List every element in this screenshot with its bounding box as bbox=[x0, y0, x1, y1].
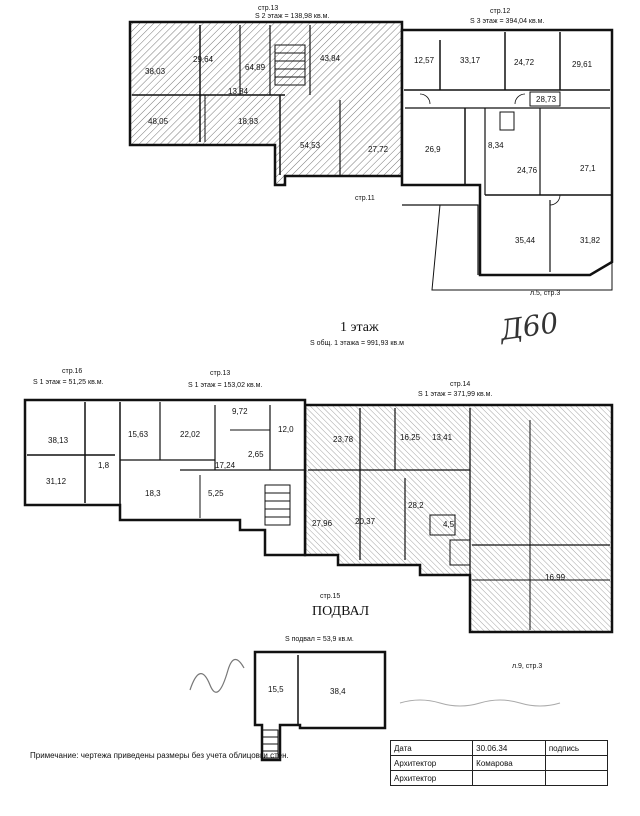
room-label: 16,99 bbox=[545, 573, 566, 582]
room-label: 38,13 bbox=[48, 436, 69, 445]
room-label: 27,96 bbox=[312, 519, 333, 528]
floor1-plan bbox=[128, 20, 614, 291]
empty-cell bbox=[544, 770, 609, 786]
room-label: 43,84 bbox=[320, 54, 341, 63]
empty-cell bbox=[472, 770, 546, 786]
room-label: 12,57 bbox=[414, 56, 435, 65]
basement-area-d: S подвал = 53,9 кв.м. bbox=[285, 636, 354, 643]
faint-text-scribble bbox=[399, 699, 561, 707]
basement-area-b: S 1 этаж = 153,02 кв.м. bbox=[188, 382, 263, 389]
basement-hatched-area bbox=[303, 403, 614, 634]
room-label: 27,72 bbox=[368, 145, 389, 154]
room-label: 13,84 bbox=[228, 87, 249, 96]
room-label: 22,02 bbox=[180, 430, 201, 439]
room-label: 27,1 bbox=[580, 164, 596, 173]
room-label: 15,5 bbox=[268, 685, 284, 694]
room-label: 9,72 bbox=[232, 407, 248, 416]
basement-page-ref-16: стр.16 bbox=[62, 368, 83, 375]
room-label: 24,72 bbox=[514, 58, 535, 67]
title-block: Дата 30.06.34 подпись Архитектор Комаров… bbox=[389, 740, 609, 786]
room-label: 31,12 bbox=[46, 477, 67, 486]
drawing-note: Примечание: чертежа приведены размеры бе… bbox=[30, 751, 289, 760]
basement-area-c: S 1 этаж = 371,99 кв.м. bbox=[418, 391, 493, 398]
room-label: 28,73 bbox=[536, 95, 557, 104]
room-label: 35,44 bbox=[515, 236, 536, 245]
date-value: 30.06.34 bbox=[472, 740, 546, 756]
room-label: 5,25 bbox=[208, 489, 224, 498]
room-label: 18,3 bbox=[145, 489, 161, 498]
room-label: 29,64 bbox=[193, 55, 214, 64]
basement-page-ref-9: л.9, стр.3 bbox=[512, 663, 543, 670]
floor1-page-ref-5: л.5, стр.3 bbox=[530, 290, 561, 297]
room-label: 38,4 bbox=[330, 687, 346, 696]
floor1-page-ref-11: стр.11 bbox=[355, 195, 375, 202]
room-label: 29,61 bbox=[572, 60, 593, 69]
room-label: 48,05 bbox=[148, 117, 169, 126]
basement-plan bbox=[23, 398, 614, 762]
room-label: 8,34 bbox=[488, 141, 504, 150]
room-label: 20,37 bbox=[355, 517, 376, 526]
floor1-area-right: S 3 этаж = 394,04 кв.м. bbox=[470, 18, 545, 25]
room-label: 31,82 bbox=[580, 236, 601, 245]
room-label: 17,24 bbox=[215, 461, 236, 470]
floor1-right-wing bbox=[400, 28, 614, 277]
room-label: 28,2 bbox=[408, 501, 424, 510]
room-label: 33,17 bbox=[460, 56, 481, 65]
room-label: 13,41 bbox=[432, 433, 453, 442]
architect-label: Архитектор bbox=[389, 755, 474, 771]
floor1-title: 1 этаж bbox=[340, 320, 379, 335]
room-label: 1,8 bbox=[98, 461, 110, 470]
architect-name: Комарова bbox=[472, 755, 546, 771]
room-label: 54,53 bbox=[300, 141, 321, 150]
empty-cell bbox=[544, 755, 609, 771]
handwritten-scribble bbox=[189, 658, 245, 693]
room-label: 16,25 bbox=[400, 433, 421, 442]
basement-area-a: S 1 этаж = 51,25 кв.м. bbox=[33, 379, 104, 386]
room-label: 24,76 bbox=[517, 166, 538, 175]
room-label: 64,89 bbox=[245, 63, 266, 72]
floor1-total-area: S общ. 1 этажа = 991,93 кв.м bbox=[310, 340, 404, 347]
room-label: 38,03 bbox=[145, 67, 166, 76]
floor1-page-ref-13: стр.13 bbox=[258, 5, 279, 12]
room-label: 4,5 bbox=[443, 520, 455, 529]
room-label: 15,63 bbox=[128, 430, 149, 439]
basement-left-wing bbox=[23, 398, 307, 557]
room-label: 26,9 bbox=[425, 145, 441, 154]
architect2-label: Архитектор bbox=[389, 770, 474, 786]
floor1-hatched-area bbox=[128, 20, 404, 187]
room-label: 12,0 bbox=[278, 425, 294, 434]
basement-page-ref-15: стр.15 bbox=[320, 593, 341, 600]
room-label: 2,65 bbox=[248, 450, 264, 459]
basement-page-ref-14: стр.14 bbox=[450, 381, 471, 388]
basement-separate-block bbox=[253, 650, 387, 762]
floor1-page-ref-12: стр.12 bbox=[490, 8, 511, 15]
basement-page-ref-13: стр.13 bbox=[210, 370, 231, 377]
date-label: Дата bbox=[389, 740, 474, 756]
room-label: 18,83 bbox=[238, 117, 259, 126]
sign-label: подпись bbox=[544, 740, 609, 756]
basement-title: ПОДВАЛ bbox=[312, 604, 370, 619]
floor1-area-left: S 2 этаж = 138,98 кв.м. bbox=[255, 13, 330, 20]
room-label: 23,78 bbox=[333, 435, 354, 444]
